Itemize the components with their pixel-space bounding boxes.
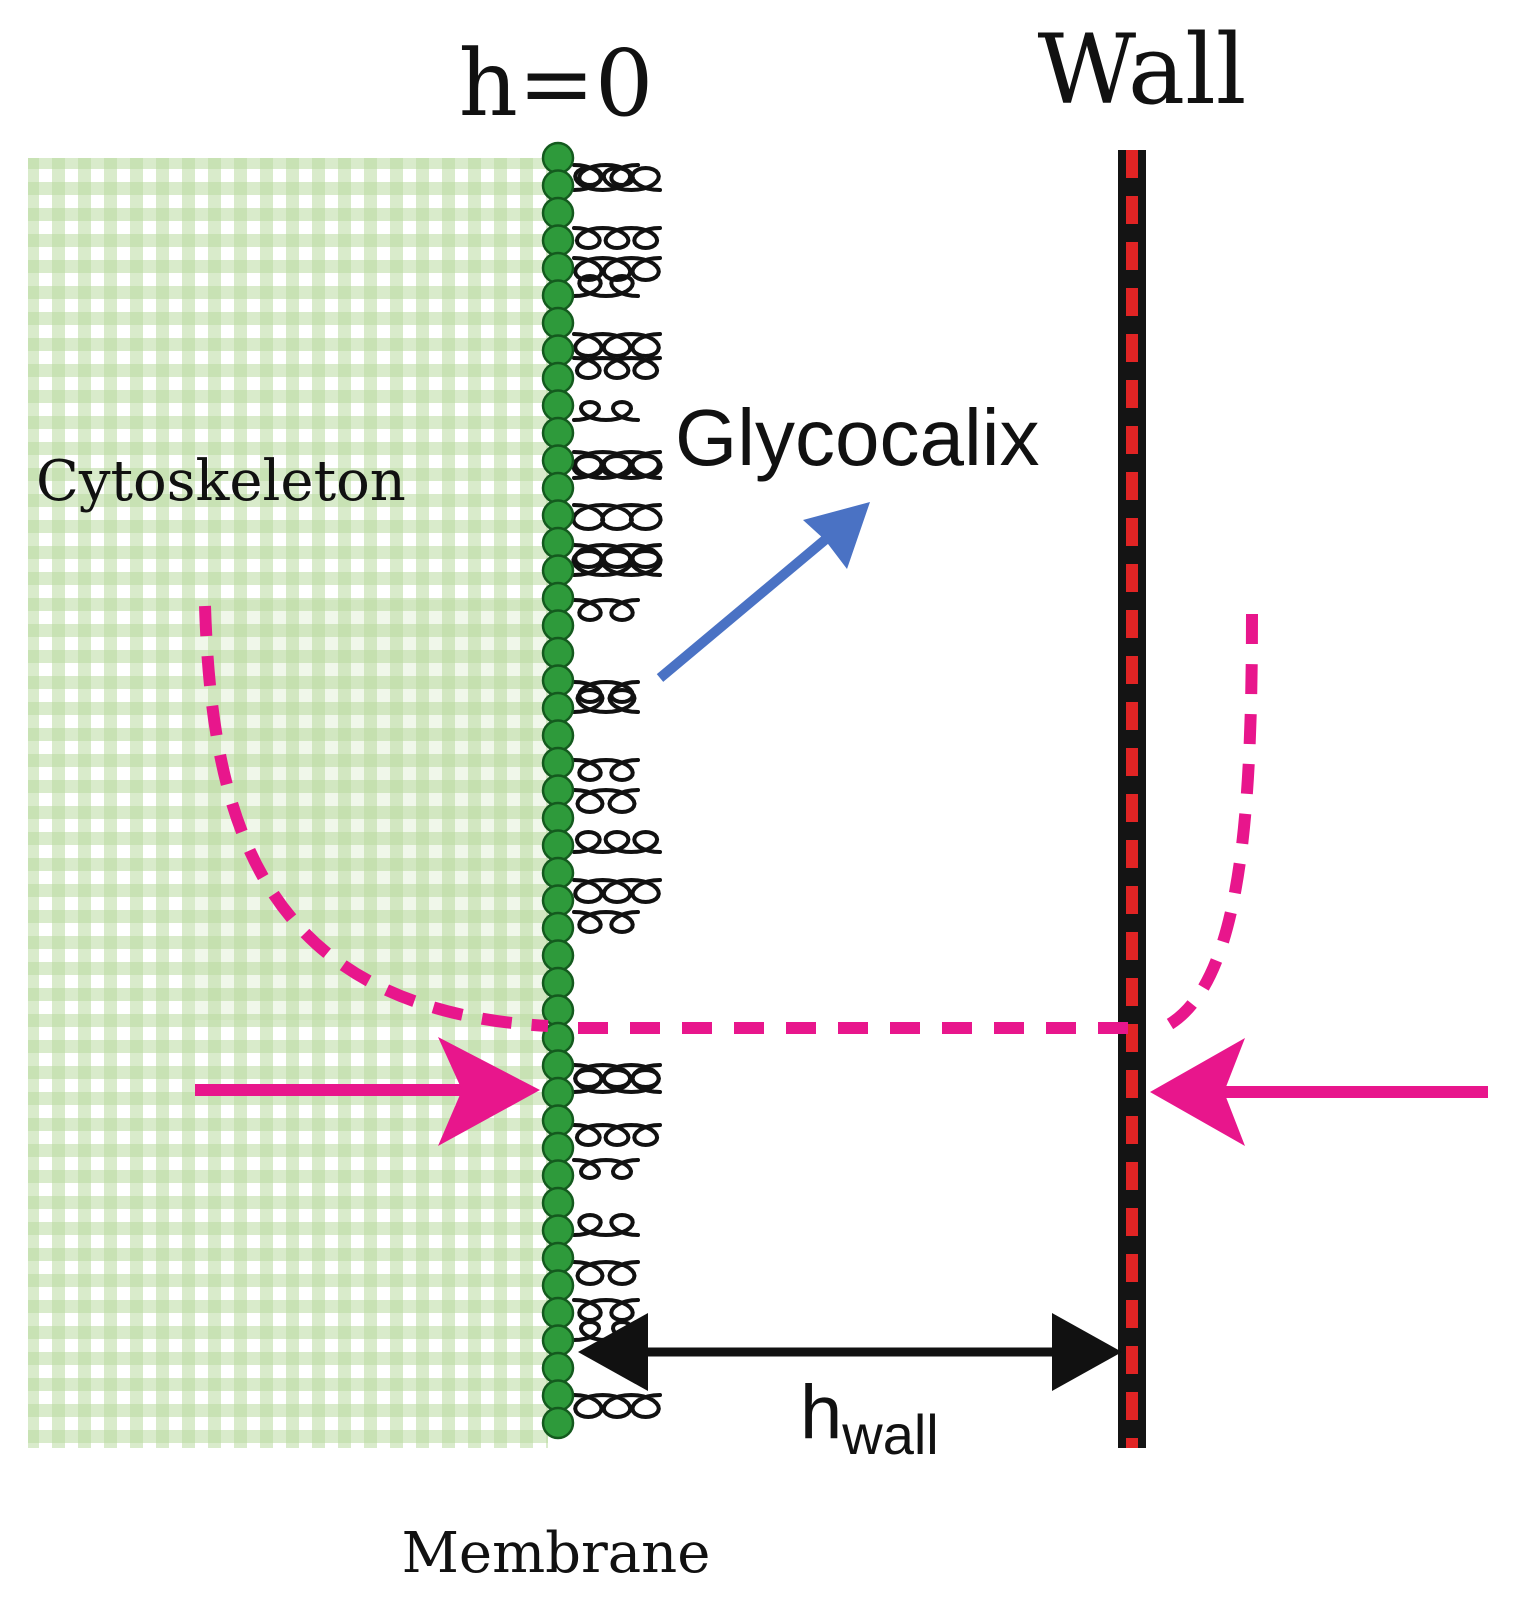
membrane-bead	[541, 471, 575, 505]
membrane-bead	[541, 389, 575, 422]
membrane-bead	[541, 1214, 575, 1247]
glycocalix-coil	[572, 757, 640, 783]
glycocalix-coil	[572, 877, 662, 905]
glycocalix-coil	[572, 273, 640, 299]
glycocalix-coil	[572, 453, 662, 481]
glycocalix-coil	[572, 1157, 640, 1181]
label-glycocalix: Glycocalix	[675, 393, 1040, 482]
glycocalix-coil	[572, 787, 640, 815]
membrane-bead	[541, 1406, 575, 1440]
membrane-bead	[541, 1241, 575, 1275]
membrane-bead	[541, 1131, 575, 1165]
glycocalix-coil	[572, 597, 640, 623]
membrane-bead	[541, 306, 575, 340]
glycocalix-coil	[572, 829, 662, 855]
membrane-bead	[541, 884, 575, 917]
membrane-bead	[541, 609, 575, 642]
label-h-wall-main: h	[800, 1370, 842, 1455]
glycocalix-coil	[572, 1392, 662, 1420]
membrane-bead	[541, 1049, 575, 1082]
membrane-bead-chain	[541, 141, 575, 1440]
glycocalix-coil	[571, 502, 663, 532]
cytoskeleton-inner-region	[195, 600, 548, 1020]
membrane-bead	[541, 141, 575, 175]
membrane-bead	[541, 911, 575, 945]
membrane-bead	[541, 1076, 575, 1110]
arrowhead-icon	[438, 1037, 540, 1146]
label-h-zero: h=0	[459, 30, 654, 137]
glycocalix-coil	[572, 1212, 640, 1238]
glycocalix-coil	[572, 1122, 662, 1148]
arrowhead-icon	[1052, 1313, 1122, 1391]
membrane-bead	[541, 1159, 575, 1192]
membrane-bead	[541, 1351, 575, 1385]
arrowhead-icon	[578, 1313, 648, 1391]
membrane-bead	[541, 1296, 575, 1330]
h-wall-dimension-arrow	[578, 1313, 1122, 1391]
glycocalix-coil	[572, 165, 662, 193]
membrane-bead	[541, 196, 575, 230]
wall	[1118, 150, 1146, 1448]
glycocalix-coil	[572, 542, 662, 570]
glycocalix-coil	[572, 687, 640, 715]
arrowhead-icon	[1150, 1038, 1245, 1146]
cytoskeleton-region	[28, 158, 548, 1448]
glycocalix-coil	[572, 399, 640, 423]
glycocalix-pointer-arrow	[656, 502, 870, 682]
glycocalix-coil	[572, 1062, 662, 1090]
membrane-bead	[541, 251, 575, 285]
glycocalix-coil	[572, 909, 640, 935]
membrane-bead	[541, 664, 575, 697]
force-arrow-right	[1150, 1038, 1488, 1146]
glycocalix-coil	[572, 331, 662, 359]
membrane-bead	[541, 801, 575, 835]
membrane-bead	[541, 856, 575, 890]
membrane-bead	[541, 361, 575, 395]
glycocalix-coil	[572, 355, 662, 381]
glycocalix-coil	[572, 1067, 662, 1095]
label-h-wall-subscript: wall	[841, 1403, 938, 1466]
membrane-bead	[541, 719, 575, 752]
force-arrow-left	[195, 1037, 540, 1146]
glycocalix-coil	[572, 1259, 640, 1287]
glycocalix-coil	[572, 255, 662, 283]
membrane-bead	[541, 774, 575, 807]
membrane-bead	[541, 1104, 575, 1137]
membrane-bead	[541, 1324, 575, 1357]
membrane-bead	[541, 691, 575, 725]
membrane-bead	[541, 279, 575, 312]
membrane-bead	[541, 526, 575, 560]
glycocalix-coil	[572, 225, 662, 251]
membrane-bead	[541, 1186, 575, 1220]
membrane-bead	[541, 1379, 575, 1412]
label-cytoskeleton: Cytoskeleton	[36, 449, 406, 514]
membrane-bead	[541, 444, 575, 477]
membrane-bead	[541, 636, 575, 670]
membrane-bead	[541, 829, 575, 862]
membrane-bead	[541, 1269, 575, 1302]
membrane-bead	[541, 746, 575, 780]
label-h-wall: hwall	[800, 1370, 939, 1466]
membrane-bead	[541, 169, 575, 202]
glycocalix-coil	[571, 548, 663, 578]
membrane-bead	[541, 416, 575, 450]
label-wall: Wall	[1038, 14, 1247, 126]
membrane-bead	[541, 334, 575, 367]
membrane-bead	[541, 554, 575, 587]
membrane-bead	[541, 499, 575, 532]
arrowhead-icon	[803, 502, 870, 569]
membrane-bead	[541, 966, 575, 1000]
glycocalix-coil	[572, 1297, 640, 1323]
potential-curve-wall	[1166, 611, 1258, 1030]
potential-curve-membrane	[199, 605, 549, 1032]
membrane-bead	[541, 939, 575, 972]
membrane-bead	[541, 224, 575, 257]
label-membrane: Membrane	[402, 1521, 711, 1586]
membrane-bead	[541, 581, 575, 615]
glycocalix-coils	[571, 162, 663, 1420]
